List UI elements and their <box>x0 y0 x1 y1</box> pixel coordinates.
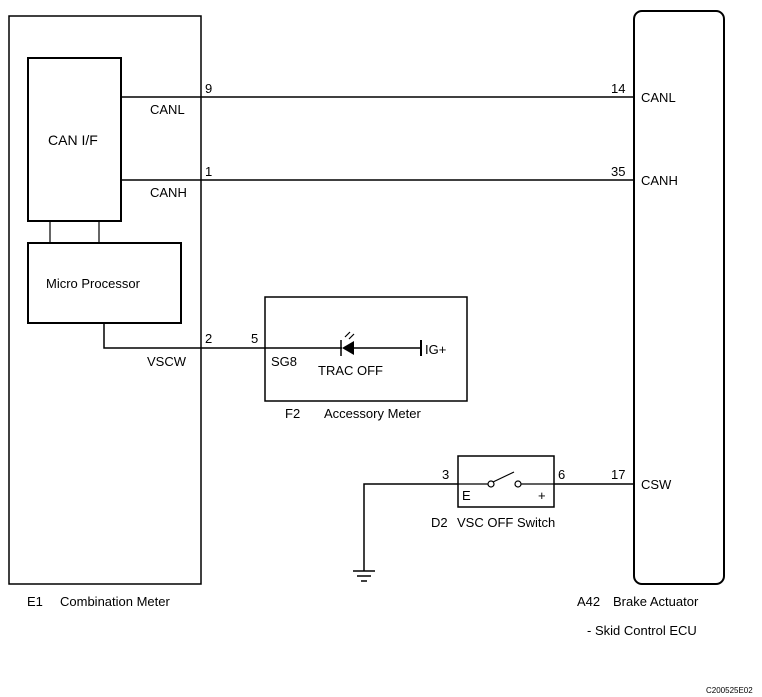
ig-plus-label: IG+ <box>425 342 446 357</box>
canl-left-label: CANL <box>150 102 185 117</box>
a42-ref: A42 <box>577 594 600 609</box>
e1-vscw-pin: 2 <box>205 331 212 346</box>
a42-canl-pin: 14 <box>611 81 625 96</box>
f2-name: Accessory Meter <box>324 406 421 421</box>
canh-right-label: CANH <box>641 173 678 188</box>
canh-left-label: CANH <box>150 185 187 200</box>
can-if-block <box>27 57 122 222</box>
trac-off-label: TRAC OFF <box>318 363 383 378</box>
e1-name: Combination Meter <box>60 594 170 609</box>
a42-canh-pin: 35 <box>611 164 625 179</box>
e1-canl-pin: 9 <box>205 81 212 96</box>
combination-meter-box <box>8 15 202 585</box>
a42-name: Brake Actuator <box>613 594 699 609</box>
vscw-wire <box>103 323 342 349</box>
ground-wire <box>363 483 458 571</box>
figure-code: C200525E02 <box>706 686 753 695</box>
ground-icon <box>353 570 375 582</box>
switch-plus-terminal: + <box>538 488 546 503</box>
switch-e-terminal: E <box>462 488 471 503</box>
vsc-off-switch-box <box>457 455 555 508</box>
switch-lever <box>492 471 515 483</box>
d2-ref: D2 <box>431 515 448 530</box>
d2-name: VSC OFF Switch <box>457 515 555 530</box>
canl-right-label: CANL <box>641 90 676 105</box>
brake-actuator-box <box>633 10 725 585</box>
accessory-meter-box <box>264 296 468 402</box>
switch-contact-right <box>514 480 522 488</box>
csw-label: CSW <box>641 477 672 492</box>
led-arrow-2 <box>348 333 355 340</box>
a42-subname: - Skid Control ECU <box>587 623 697 638</box>
d2-e-pin: 3 <box>442 467 449 482</box>
sg8-label: SG8 <box>271 354 297 369</box>
vscw-label: VSCW <box>147 354 187 369</box>
f2-sg8-pin: 5 <box>251 331 258 346</box>
e1-canh-pin: 1 <box>205 164 212 179</box>
d2-plus-pin: 6 <box>558 467 565 482</box>
can-if-label: CAN I/F <box>48 132 98 148</box>
f2-ref: F2 <box>285 406 300 421</box>
trac-off-led-icon <box>342 341 354 355</box>
e1-ref: E1 <box>27 594 43 609</box>
switch-contact-left <box>487 480 495 488</box>
micro-processor-label: Micro Processor <box>46 276 141 291</box>
led-arrow-1 <box>344 331 351 338</box>
a42-csw-pin: 17 <box>611 467 625 482</box>
